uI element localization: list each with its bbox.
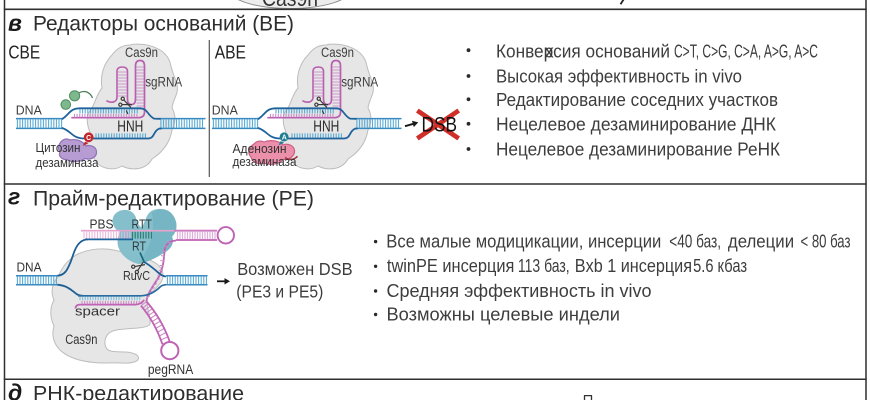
svg-text:Bxb 1 инсерция: Bxb 1 инсерция [575, 256, 692, 276]
svg-text:Возможны целевые индели: Возможны целевые индели [387, 304, 621, 324]
svg-text:Cas9n: Cas9n [321, 45, 354, 60]
svg-text:Цитозин: Цитозин [36, 141, 81, 155]
svg-text:HNH: HNH [313, 119, 339, 136]
svg-text:Средняя эффективность in vivo: Средняя эффективность in vivo [387, 281, 652, 301]
svg-text:HNH: HNH [117, 119, 143, 136]
svg-text:Cas9n: Cas9n [262, 0, 318, 11]
svg-text:дезаминаза: дезаминаза [233, 155, 297, 169]
svg-text:Нецелевое дезаминирование ДНК: Нецелевое дезаминирование ДНК [496, 114, 776, 135]
svg-text:Возможен DSB: Возможен DSB [237, 259, 352, 279]
svg-text:(PE3 и PE5): (PE3 и PE5) [236, 281, 323, 301]
svg-text:х: х [545, 41, 555, 62]
svg-text:г: г [8, 184, 20, 210]
svg-text:pegRNA: pegRNA [148, 362, 193, 377]
svg-text:sgRNA: sgRNA [145, 74, 183, 90]
svg-text:Все малые модицикации, инсерци: Все малые модицикации, инсерции [386, 231, 661, 251]
svg-text:DNA: DNA [16, 103, 43, 117]
svg-text:Конверсия оснований: Конверсия оснований [496, 41, 670, 62]
svg-text:Нецелевое дезаминирование РеНК: Нецелевое дезаминирование РеНК [496, 139, 780, 160]
svg-text:Cas9n: Cas9n [125, 45, 158, 60]
svg-text:DNA: DNA [17, 261, 43, 275]
svg-text:дезаминаза: дезаминаза [36, 156, 99, 170]
svg-text:C: C [86, 135, 91, 142]
svg-text:Высокая эффективность in vivo: Высокая эффективность in vivo [496, 66, 742, 87]
svg-text:Аденозин: Аденозин [233, 142, 287, 156]
svg-text:PBS: PBS [90, 217, 114, 231]
svg-text:делеции: делеции [728, 231, 794, 251]
svg-text:ABE: ABE [215, 41, 246, 62]
svg-text:Cas9n: Cas9n [65, 332, 97, 347]
svg-text:< 80 баз: < 80 баз [801, 231, 851, 251]
svg-text:CBE: CBE [8, 41, 40, 62]
svg-text:DNA: DNA [212, 103, 239, 117]
svg-text:в: в [8, 10, 22, 36]
svg-text:twinPE инсерция: twinPE инсерция [387, 256, 515, 276]
svg-text:DSB: DSB [422, 113, 458, 137]
svg-text:RTT: RTT [132, 218, 153, 232]
svg-text:C>T, C>G, C>A, A>G, A>C: C>T, C>G, C>A, A>G, A>C [674, 41, 818, 62]
svg-text:sgRNA: sgRNA [341, 74, 379, 90]
svg-text:Редакторы оснований (BE): Редакторы оснований (BE) [33, 13, 294, 36]
svg-text:spacer: spacer [75, 305, 120, 319]
svg-text:РНК-редактирование: РНК-редактирование [33, 383, 244, 400]
svg-text:A: A [282, 135, 287, 142]
svg-text:5.6 кбаз: 5.6 кбаз [693, 256, 747, 276]
svg-text:113 баз,: 113 баз, [518, 256, 570, 276]
svg-text:Редактирование соседних участк: Редактирование соседних участков [496, 89, 778, 110]
svg-text:RT: RT [132, 239, 146, 254]
svg-text:д: д [8, 380, 22, 400]
svg-text:<40 баз,: <40 баз, [669, 231, 721, 251]
svg-text:Прайм-редактирование (PE): Прайм-редактирование (PE) [33, 188, 314, 211]
svg-text:RuvC: RuvC [123, 268, 150, 283]
